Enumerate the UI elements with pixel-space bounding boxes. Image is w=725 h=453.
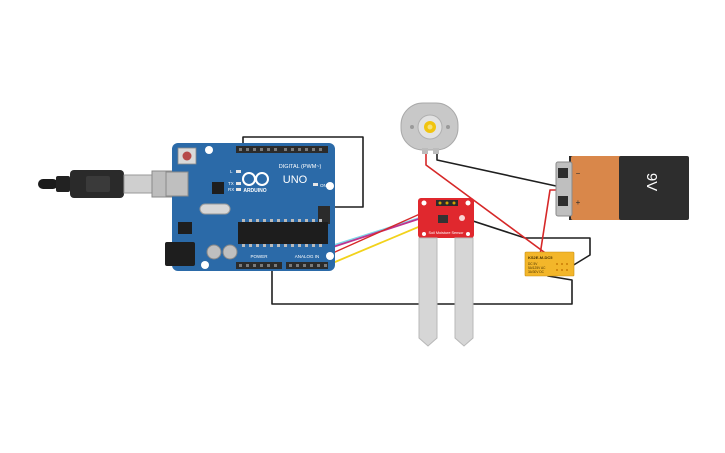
battery-plus-label: +: [576, 198, 581, 207]
usb-cable-icon: [38, 170, 175, 198]
power-jack: [165, 242, 195, 266]
led-on-label: ON: [320, 183, 327, 188]
analog-label: ANALOG IN: [295, 254, 320, 259]
soil-moisture-sensor-icon[interactable]: Soil Moisture Sensor: [418, 198, 474, 347]
relay-line2: 5A/125V AC: [528, 266, 546, 270]
dc-motor-icon[interactable]: [400, 102, 459, 154]
sensor-probe-left: [418, 237, 438, 347]
wire-black-motor-battery[interactable]: [436, 152, 571, 187]
brand-label: ARDUINO: [243, 188, 266, 194]
power-header[interactable]: [236, 262, 282, 269]
led-l-label: L: [230, 169, 233, 174]
digital-label: DIGITAL (PWM~): [279, 164, 322, 170]
relay-line1: DC 5V: [528, 262, 538, 266]
model-label: UNO: [283, 174, 308, 186]
arduino-infinity-logo: [242, 172, 269, 186]
battery-minus-label: −: [576, 169, 581, 178]
sensor-name-label: Soil Moisture Sensor: [428, 231, 464, 235]
wire-black-relay-right[interactable]: [429, 206, 591, 267]
arduino-uno-board[interactable]: DIGITAL (PWM~) ARDUINO UNO L TX RX ON PO…: [165, 143, 335, 271]
relay-model-label: KS2E-M-DC5: [528, 255, 553, 260]
digital-header[interactable]: [236, 146, 328, 153]
battery-voltage-label: 9V: [643, 173, 660, 191]
relay-line3: 3A/30V DC: [528, 270, 545, 274]
wire-red-motor-relay[interactable]: [425, 152, 549, 256]
sensor-probe-right: [454, 237, 474, 347]
wire-black-gnd-loop[interactable]: [242, 136, 364, 208]
relay-icon[interactable]: KS2E-M-DC5 DC 5V 5A/125V AC 3A/30V DC: [524, 251, 575, 277]
led-rx-label: RX: [228, 187, 234, 192]
usb-jack: [165, 171, 189, 197]
battery-9v-icon[interactable]: − + 9V: [555, 156, 689, 220]
atmega-chip: [238, 222, 328, 244]
wire-black-bottom-rail[interactable]: [271, 261, 573, 305]
power-label: POWER: [250, 254, 268, 259]
analog-header[interactable]: [286, 262, 328, 269]
led-tx-label: TX: [228, 181, 234, 186]
